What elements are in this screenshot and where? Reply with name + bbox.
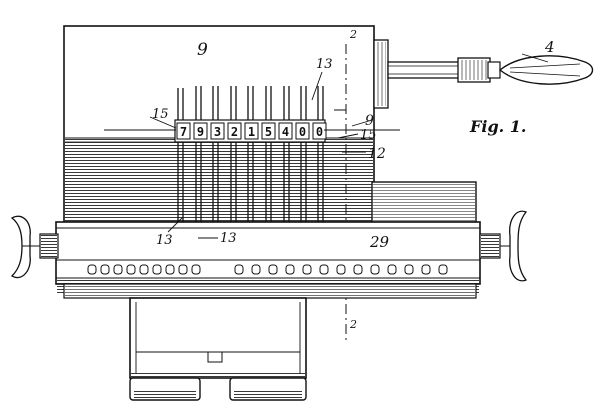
label-plate: 12 [368, 146, 386, 162]
label-carriage: 29 [369, 233, 390, 251]
label-rod-upper: 13 [316, 57, 333, 72]
crank-handle [373, 39, 594, 109]
label-window-left: 15 [152, 107, 169, 122]
label-crank: 4 [544, 38, 555, 56]
label-housing: 9 [197, 40, 208, 60]
label-rod-lower-right: 13 [220, 231, 237, 246]
digit-boxes [176, 122, 327, 140]
digit-1: 7 [180, 125, 187, 139]
register-window: 7 9 3 2 1 5 4 0 0 [174, 119, 327, 143]
rods [177, 86, 324, 230]
label-housing-side: 9 [365, 113, 374, 129]
leader-lines [104, 53, 549, 239]
digit-6: 5 [265, 125, 272, 139]
digit-3: 3 [214, 125, 221, 139]
digit-8: 0 [299, 125, 306, 139]
carriage-dials [87, 264, 448, 275]
reference-numerals: 9 13 15 9 15 12 13 13 29 4 2 2 Fig. 1. [152, 28, 555, 331]
rear-plate [371, 181, 477, 223]
digit-5: 1 [248, 125, 255, 139]
label-rod-lower-left: 13 [156, 233, 173, 248]
label-section-top: 2 [349, 28, 357, 41]
digit-4: 2 [231, 125, 238, 139]
label-window-right: 15 [360, 128, 377, 143]
digit-7: 4 [282, 125, 289, 139]
right-wing-nut [479, 210, 528, 282]
carriage [55, 221, 481, 299]
digit-9: 0 [316, 125, 323, 139]
figure-caption: Fig. 1. [469, 117, 526, 136]
base-feet [129, 377, 307, 401]
left-wing-nut [10, 215, 59, 279]
label-section-bottom: 2 [349, 318, 357, 331]
base-box [129, 297, 307, 379]
digit-2: 9 [197, 125, 204, 139]
